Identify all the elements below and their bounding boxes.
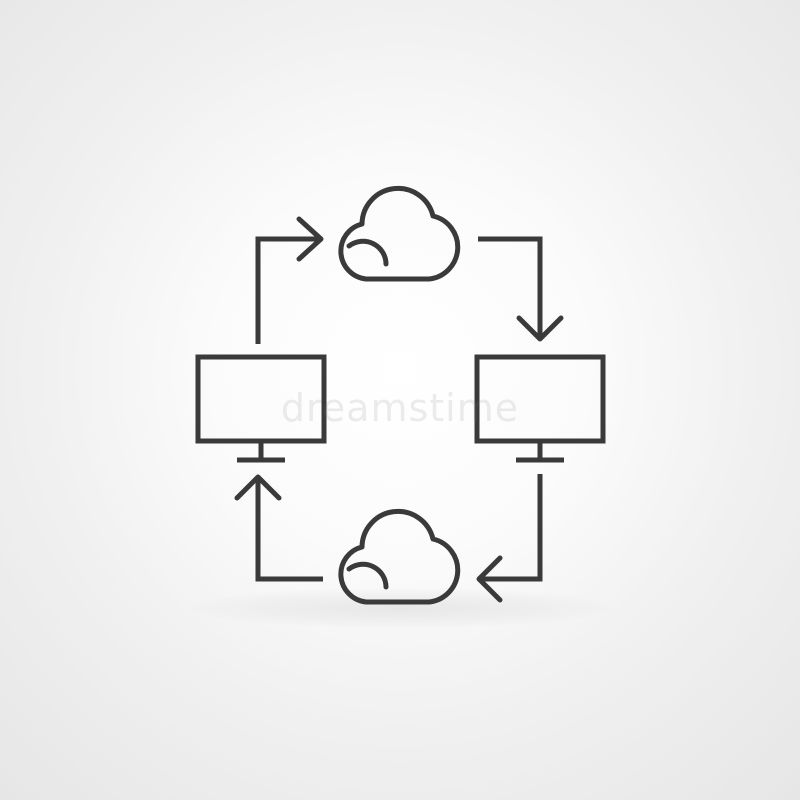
arrow-right-icon xyxy=(255,216,324,344)
left-monitor-icon xyxy=(195,354,327,463)
right-monitor-icon xyxy=(474,354,606,463)
top-cloud-icon xyxy=(338,185,461,282)
arrow-down-icon xyxy=(478,236,564,342)
arrow-left-icon xyxy=(476,474,543,603)
ground-shadow xyxy=(190,588,610,628)
bottom-cloud-icon xyxy=(338,508,461,605)
arrow-up-icon xyxy=(234,474,323,582)
